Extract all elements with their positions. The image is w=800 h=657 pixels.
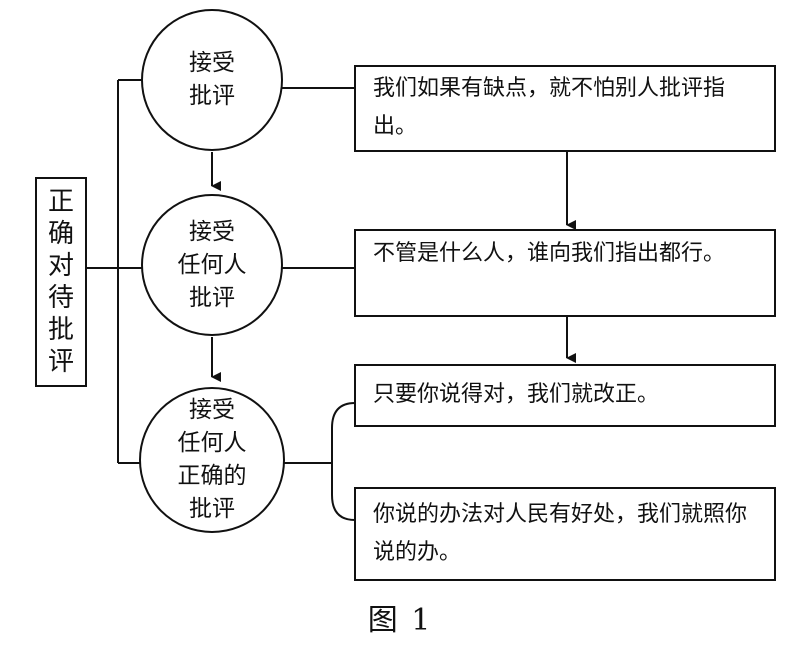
circle-2-text: 接受 任何人 批评 xyxy=(142,195,282,335)
title-char: 评 xyxy=(47,347,74,377)
circle-3 xyxy=(139,387,285,533)
title-box xyxy=(35,177,87,387)
figure-caption: 图 1 xyxy=(367,603,433,638)
box-1 xyxy=(354,65,776,152)
circle-3-line: 批评 xyxy=(189,496,235,522)
circle-2-line: 接受 xyxy=(189,218,235,245)
circle-2 xyxy=(141,194,283,336)
circle-3-text: 接受 任何人 正确的 批评 xyxy=(140,388,284,532)
title-char: 批 xyxy=(47,315,74,345)
circle-2-line: 批评 xyxy=(189,284,235,311)
title-char: 正 xyxy=(47,187,74,217)
circle-1-line: 批评 xyxy=(189,83,235,109)
bracket-3 xyxy=(331,402,356,521)
circle-3-line: 任何人 xyxy=(177,430,247,456)
circle-1-text: 接受 批评 xyxy=(142,10,282,150)
box-3-text: 只要你说得对，我们就改正。 xyxy=(373,382,660,407)
title-char: 确 xyxy=(47,219,74,249)
circle-1-line: 接受 xyxy=(189,50,235,76)
circle-1 xyxy=(141,9,283,151)
title-vertical-text: 正 确 对 待 批 评 xyxy=(36,178,86,386)
box-1-text: 我们如果有缺点，就不怕别人批评指出。 xyxy=(373,76,726,139)
circle-3-line: 正确的 xyxy=(177,463,247,489)
title-char: 待 xyxy=(47,283,74,313)
box-3 xyxy=(354,364,776,427)
title-char: 对 xyxy=(47,251,74,281)
circle-2-line: 任何人 xyxy=(177,251,247,278)
circle-3-line: 接受 xyxy=(189,397,235,423)
box-4-text: 你说的办法对人民有好处，我们就照你说的办。 xyxy=(373,502,748,565)
box-2 xyxy=(354,229,776,317)
box-2-text: 不管是什么人，谁向我们指出都行。 xyxy=(373,241,726,266)
box-4 xyxy=(354,487,776,581)
